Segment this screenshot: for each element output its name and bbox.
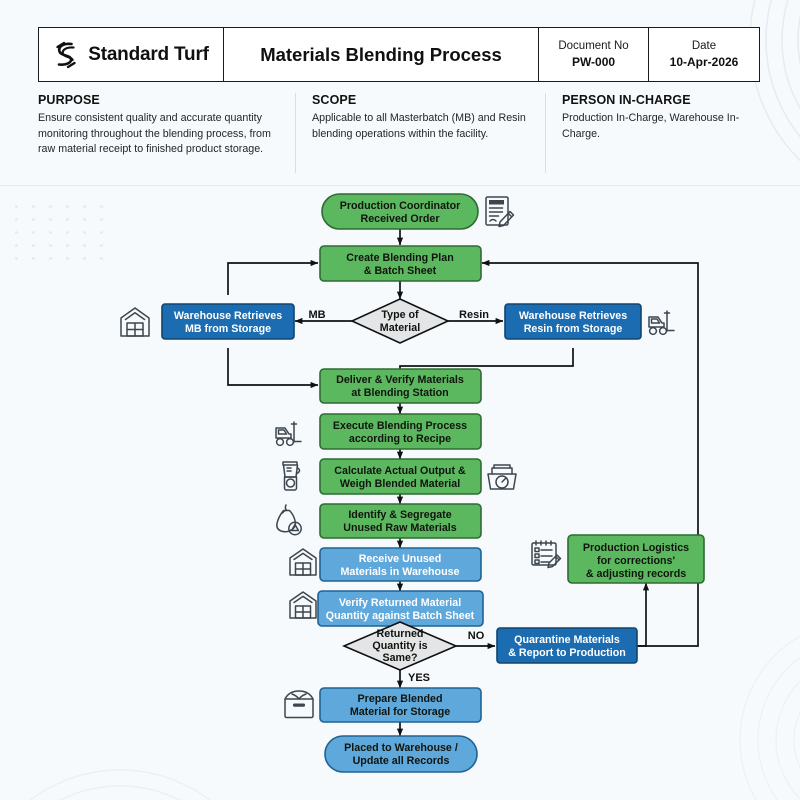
node-line: Quantity against Batch Sheet xyxy=(326,610,475,622)
node-calculate-actual-output[interactable]: Calculate Actual Output & Weigh Blended … xyxy=(319,458,482,495)
node-line: Warehouse Retrieves xyxy=(519,310,627,322)
edge-quarantine-to-logistics xyxy=(637,582,650,647)
node-line: Placed to Warehouse / xyxy=(344,742,458,754)
node-line: Calculate Actual Output & xyxy=(334,465,466,477)
scope-text: Applicable to all Masterbatch (MB) and R… xyxy=(312,112,526,140)
node-prepare-blended-material[interactable]: Prepare Blended Material for Storage xyxy=(319,687,482,723)
node-line: Resin from Storage xyxy=(524,323,623,335)
node-line: & Report to Production xyxy=(508,647,626,659)
date-cell: Date 10-Apr-2026 xyxy=(649,28,759,81)
header-divider xyxy=(0,185,800,186)
warehouse-icon xyxy=(289,548,317,576)
node-receive-unused-materials[interactable]: Receive Unused Materials in Warehouse xyxy=(319,547,482,582)
document-number-label: Document No xyxy=(558,39,629,52)
warehouse-icon xyxy=(289,591,317,619)
edge-label-yes: YES xyxy=(408,672,430,684)
node-line: Type of xyxy=(381,309,419,321)
standard-turf-logo-icon xyxy=(56,41,76,68)
node-production-logistics[interactable]: Production Logistics for corrections' & … xyxy=(567,534,705,584)
person-in-charge-section: PERSON IN-CHARGE Production In-Charge, W… xyxy=(546,93,760,173)
node-line: at Blending Station xyxy=(351,387,448,399)
purpose-text: Ensure consistent quality and accurate q… xyxy=(38,112,271,156)
document-number-cell: Document No PW-000 xyxy=(539,28,649,81)
node-line: Materials in Warehouse xyxy=(341,566,460,578)
document-number-value: PW-000 xyxy=(571,55,616,70)
node-line: Execute Blending Process xyxy=(333,420,467,432)
purpose-section: PURPOSE Ensure consistent quality and ac… xyxy=(38,93,296,173)
person-in-charge-text: Production In-Charge, Warehouse In-Charg… xyxy=(562,112,740,140)
node-line: Material for Storage xyxy=(350,706,450,718)
edge-mb-to-deliver xyxy=(227,348,319,389)
node-line: Returned xyxy=(377,628,424,640)
node-line: for corrections' xyxy=(597,555,675,567)
scope-heading: SCOPE xyxy=(312,93,357,107)
node-quarantine-materials[interactable]: Quarantine Materials & Report to Product… xyxy=(496,627,638,664)
node-production-coordinator-received-order[interactable]: Production Coordinator Received Order xyxy=(321,193,479,230)
process-title-cell: Materials Blending Process xyxy=(224,28,539,81)
node-line: Warehouse Retrieves xyxy=(174,310,282,322)
node-identify-segregate-unused[interactable]: Identify & Segregate Unused Raw Material… xyxy=(319,503,482,539)
document-title-bar: Standard Turf Materials Blending Process… xyxy=(38,27,760,82)
weighing-scale-icon xyxy=(487,464,517,490)
flow-connectors xyxy=(227,228,699,737)
date-label: Date xyxy=(691,39,717,52)
node-execute-blending-process[interactable]: Execute Blending Process according to Re… xyxy=(319,413,482,450)
forklift-icon xyxy=(275,421,302,447)
node-line: Identify & Segregate xyxy=(348,509,451,521)
scope-section: SCOPE Applicable to all Masterbatch (MB)… xyxy=(296,93,546,173)
brand-cell: Standard Turf xyxy=(39,28,224,81)
material-bag-icon xyxy=(276,504,302,536)
node-line: Same? xyxy=(382,652,417,664)
node-line: & Batch Sheet xyxy=(364,265,437,277)
person-in-charge-heading: PERSON IN-CHARGE xyxy=(562,93,691,107)
node-warehouse-retrieves-mb[interactable]: Warehouse Retrieves MB from Storage xyxy=(161,303,295,340)
node-line: MB from Storage xyxy=(185,323,271,335)
node-line: Receive Unused xyxy=(359,553,442,565)
forklift-icon xyxy=(648,310,675,336)
order-document-pen-icon xyxy=(485,196,515,228)
node-line: according to Recipe xyxy=(349,433,451,445)
node-line: Weigh Blended Material xyxy=(340,478,460,490)
node-line: Verify Returned Material xyxy=(339,597,461,609)
edge-label-mb: MB xyxy=(308,309,325,321)
node-line: Deliver & Verify Materials xyxy=(336,374,464,386)
node-type-of-material-decision[interactable]: Type of Material xyxy=(350,298,450,344)
brand-name: Standard Turf xyxy=(88,43,209,65)
edge-label-no: NO xyxy=(468,630,485,642)
process-title: Materials Blending Process xyxy=(260,43,502,65)
node-line: Update all Records xyxy=(353,755,450,767)
date-value: 10-Apr-2026 xyxy=(669,55,739,70)
node-line: Production Coordinator xyxy=(340,200,461,212)
warehouse-icon xyxy=(120,307,150,337)
edge-mb-back-to-plan xyxy=(227,259,319,295)
storage-box-icon xyxy=(284,690,314,719)
purpose-heading: PURPOSE xyxy=(38,93,100,107)
node-line: Production Logistics xyxy=(583,542,689,554)
document-meta-row: PURPOSE Ensure consistent quality and ac… xyxy=(38,93,760,173)
node-line: Material xyxy=(380,322,420,334)
node-returned-quantity-decision[interactable]: Returned Quantity is Same? xyxy=(341,621,459,671)
edge-quarantine-back-to-plan xyxy=(481,259,699,647)
node-create-blending-plan[interactable]: Create Blending Plan & Batch Sheet xyxy=(319,245,482,282)
node-deliver-verify-materials[interactable]: Deliver & Verify Materials at Blending S… xyxy=(319,368,482,404)
node-line: Quantity is xyxy=(372,640,427,652)
node-line: Create Blending Plan xyxy=(346,252,454,264)
node-line: Received Order xyxy=(360,213,439,225)
node-verify-returned-material[interactable]: Verify Returned Material Quantity agains… xyxy=(317,590,484,627)
node-placed-to-warehouse[interactable]: Placed to Warehouse / Update all Records xyxy=(324,735,478,773)
node-line: Quarantine Materials xyxy=(514,634,620,646)
node-line: Unused Raw Materials xyxy=(343,522,456,534)
edge-label-resin: Resin xyxy=(459,309,489,321)
node-warehouse-retrieves-resin[interactable]: Warehouse Retrieves Resin from Storage xyxy=(504,303,642,340)
checklist-pen-icon xyxy=(531,540,562,569)
blender-icon xyxy=(282,461,301,491)
node-line: & adjusting records xyxy=(586,568,686,580)
node-line: Prepare Blended xyxy=(358,693,443,705)
